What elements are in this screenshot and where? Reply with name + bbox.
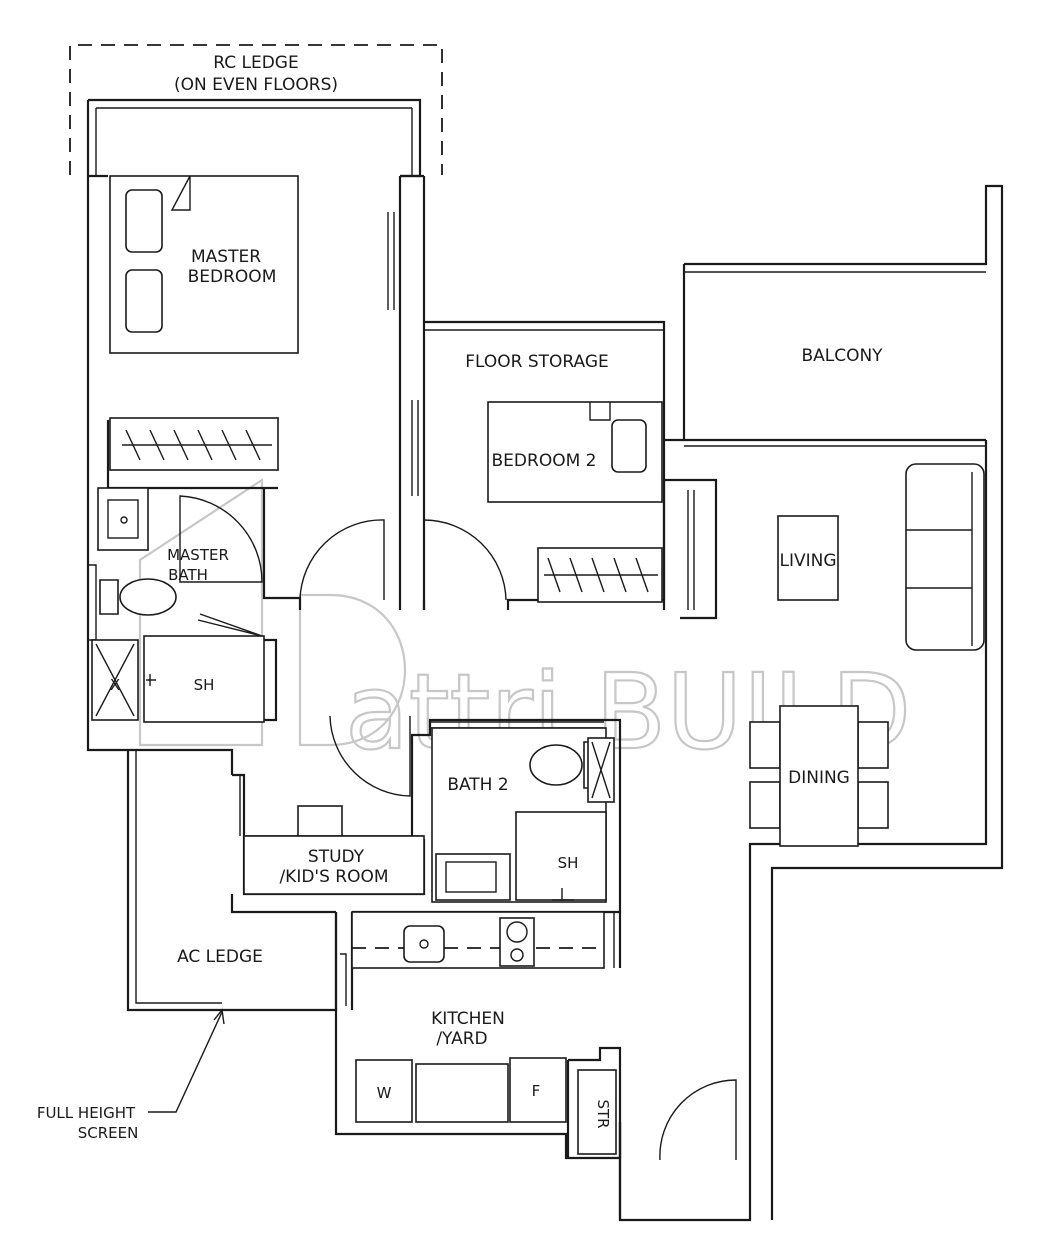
study-label-2: /KID'S ROOM [279,867,388,887]
bed-sheet-fold-icon [589,402,611,421]
master-bath-fixtures [91,487,265,723]
bath-2-shower-label: SH [558,854,579,872]
living-label: LIVING [779,551,836,571]
master-bath-label-2: BATH [168,566,208,584]
pillow-icon [611,419,647,473]
rc-ledge-label: RC LEDGE [213,53,298,73]
vanity-cabinet [91,639,139,721]
kitchen-fixtures [351,911,617,1155]
study-desk [243,835,425,895]
bedroom-2-door [423,519,507,601]
washer-icon [355,1059,413,1123]
study-furniture [243,805,425,895]
screen-label: FULL HEIGHT [37,1104,136,1122]
master-bath-label: MASTER [167,546,229,564]
floor-storage-label: FLOOR STORAGE [465,352,609,372]
toilet-bowl-icon [529,744,583,786]
store-label: STR [594,1099,612,1128]
dining-chair [857,721,889,769]
screen-label-2: SCREEN [78,1124,139,1142]
fridge-label: F [532,1082,541,1100]
bedroom-2-furniture [487,401,663,603]
bath-2-fixtures [431,727,615,903]
toilet-bowl-icon [119,578,177,616]
balcony-label: BALCONY [801,346,883,366]
master-bedroom-label-2: BEDROOM [188,267,277,287]
living-dining-furniture [749,463,985,847]
master-wardrobe [109,417,279,471]
ac-ledge-label: AC LEDGE [177,947,263,967]
bath-2-label: BATH 2 [447,775,508,795]
master-bedroom-label: MASTER [191,247,261,267]
rc-ledge-sub-label: (ON EVEN FLOORS) [174,75,338,95]
sink-icon [403,925,445,963]
dining-table [779,705,859,847]
pillow-icon [125,189,163,253]
master-bedroom-furniture [109,175,299,471]
labels: RC LEDGE (ON EVEN FLOORS) MASTER BEDROOM… [37,53,883,1142]
master-shower [143,635,265,723]
fridge-icon [509,1057,567,1123]
watermark-logo-mark [138,477,406,747]
master-shower-label: SH [194,676,215,694]
main-door [659,1079,737,1161]
dining-chair [857,781,889,829]
dining-chair [749,721,781,769]
screen-leader [148,1008,225,1113]
kitchen-label: KITCHEN [431,1009,505,1029]
yard-counter [415,1063,509,1123]
basin-icon [97,487,149,551]
bed-sheet-fold-icon [170,175,191,211]
store-room [577,1069,617,1155]
study-door [329,715,411,797]
vanity-x-label: X [110,676,120,694]
shower-door [197,613,263,637]
dining-chair [749,781,781,829]
toilet-tank-icon [99,579,119,615]
basin-icon [435,853,511,901]
kitchen-counter [351,911,605,969]
sofa [905,463,985,651]
dining-label: DINING [788,768,850,788]
tv-console [777,515,839,601]
study-label: STUDY [308,847,365,867]
washer-label: W [377,1084,392,1102]
study-chair [297,805,343,837]
pillow-icon [125,269,163,333]
master-bath-door [179,495,263,583]
kitchen-label-2: /YARD [436,1029,487,1049]
bedroom-2-label: BEDROOM 2 [492,451,597,471]
master-bedroom-door [299,519,385,601]
